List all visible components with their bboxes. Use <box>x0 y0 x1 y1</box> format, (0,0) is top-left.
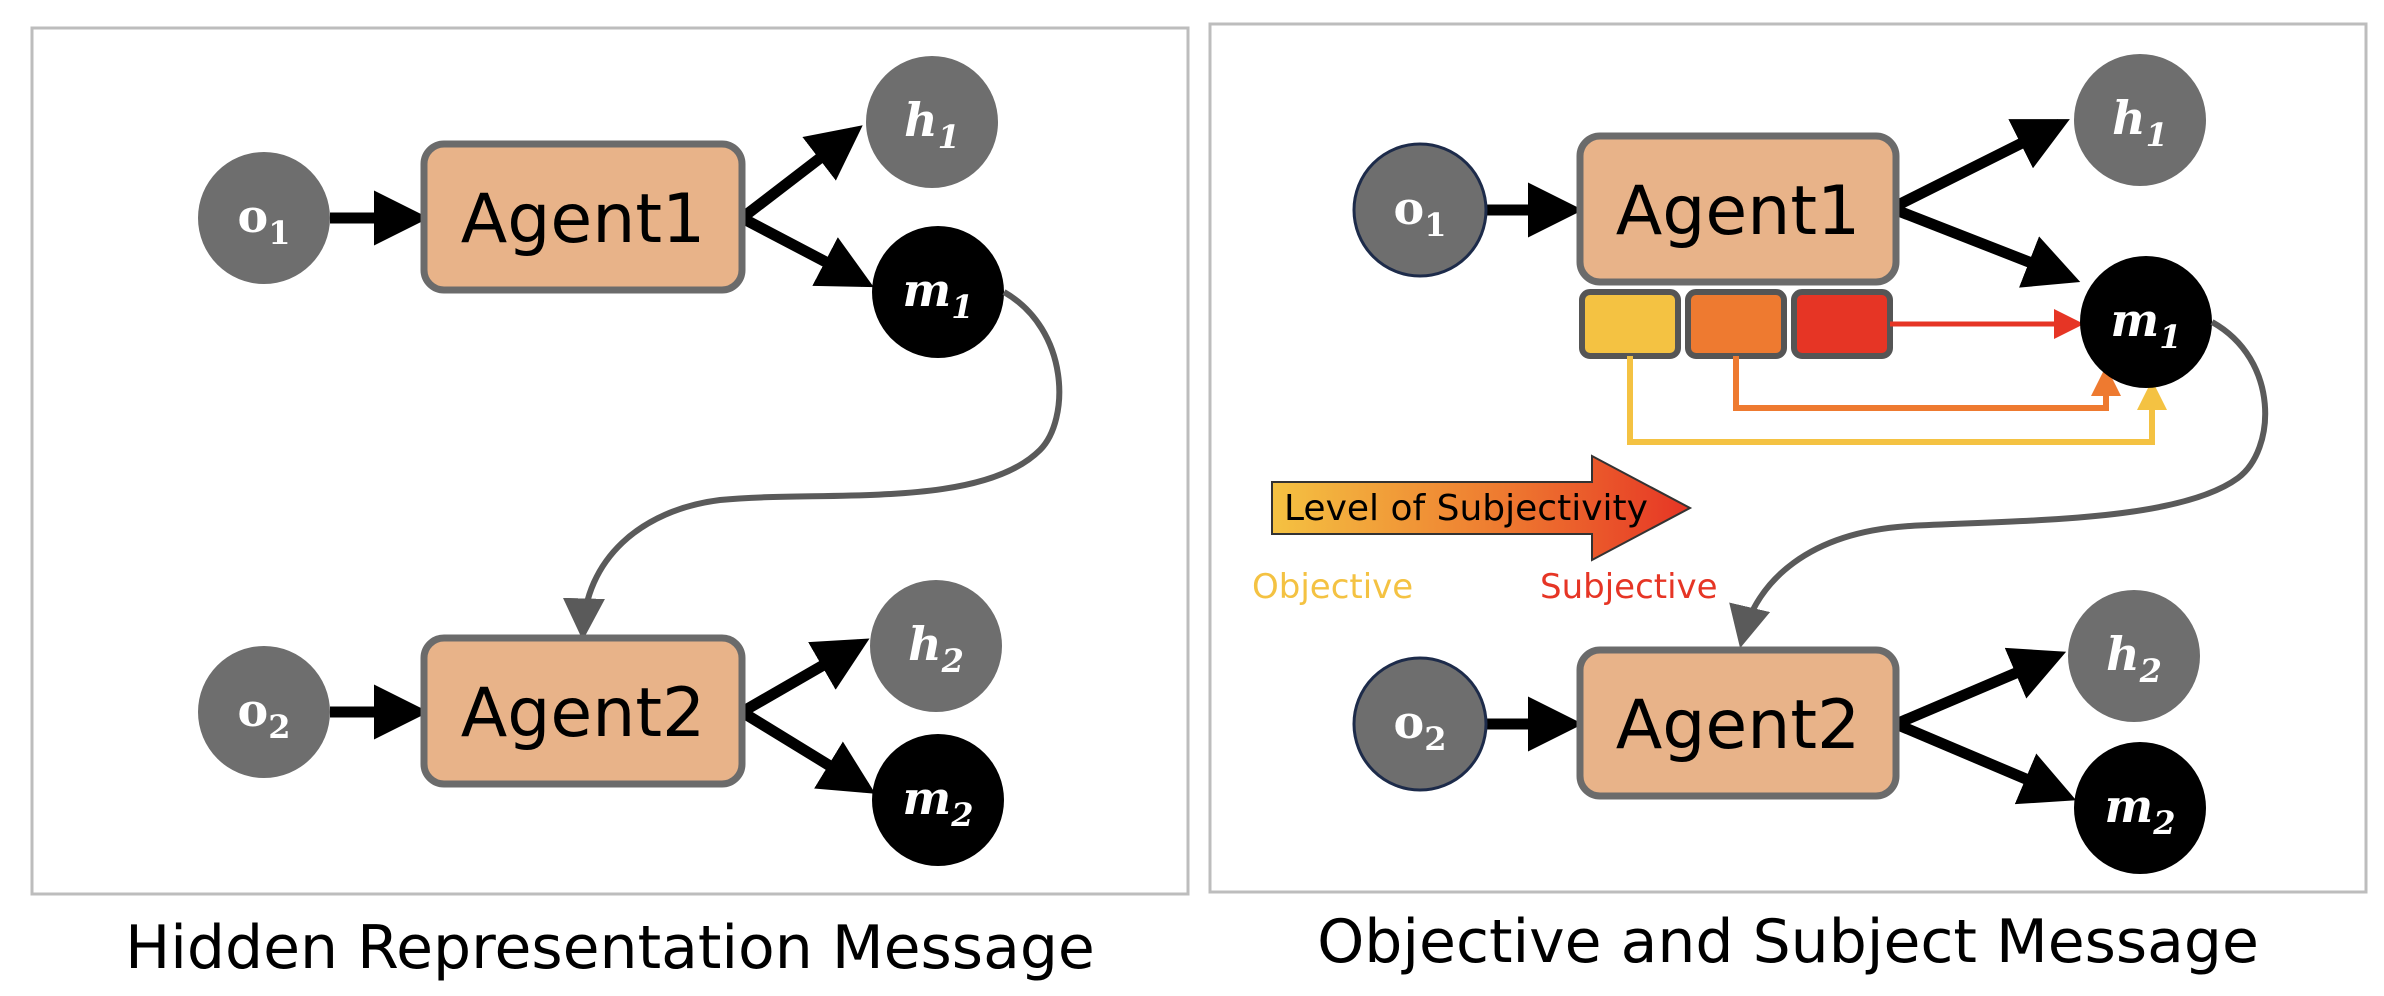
left-agent1-box: Agent1 <box>420 140 746 294</box>
left-agent2-box: Agent2 <box>420 634 746 788</box>
right-agent1-row: o1 Agent1 h1 m1 <box>1352 54 2212 445</box>
orange-route-arrow <box>1733 356 2121 411</box>
right-node-o1: o1 <box>1352 142 1488 278</box>
svg-text:m2: m2 <box>903 771 974 834</box>
svg-text:o2: o2 <box>1394 695 1447 758</box>
svg-text:o1: o1 <box>1394 181 1447 244</box>
subjectivity-gradient-arrow <box>1271 454 1693 562</box>
edge-r-agent2-m2 <box>1893 718 2077 805</box>
panel-left: o1 Agent1 h1 m1 o2 <box>30 26 1190 983</box>
left-agent1-label: Agent1 <box>461 180 706 259</box>
right-message-connector <box>1729 319 2269 649</box>
edge-agent2-h2 <box>739 638 870 717</box>
left-agent2-row: o2 Agent2 h2 m2 <box>198 580 1004 866</box>
right-node-m2: m2 <box>2074 742 2206 874</box>
block-objective <box>1579 289 1681 359</box>
left-message-connector <box>562 289 1063 641</box>
right-node-o2: o2 <box>1352 656 1488 792</box>
subjectivity-scale: Level of Subjectivity Objective Subjecti… <box>1252 454 1718 607</box>
right-node-m1: m1 <box>2080 256 2212 388</box>
edge-r-agent2-h2 <box>1893 647 2067 730</box>
svg-text:m1: m1 <box>903 263 974 326</box>
edge-agent1-m1 <box>739 213 874 288</box>
svg-text:h2: h2 <box>908 617 964 680</box>
left-node-m2: m2 <box>872 734 1004 866</box>
block-subjective <box>1791 289 1893 359</box>
left-node-m1: m1 <box>872 226 1004 358</box>
right-caption: Objective and Subject Message <box>1317 907 2259 977</box>
edge-r-agent1-h1 <box>1893 119 2070 211</box>
block-mid <box>1685 289 1787 359</box>
left-node-o2: o2 <box>198 646 330 778</box>
left-caption: Hidden Representation Message <box>125 913 1095 983</box>
panel-left-frame <box>30 26 1190 896</box>
right-agent1-label: Agent1 <box>1616 172 1861 251</box>
left-agent1-row: o1 Agent1 h1 m1 <box>198 56 1004 358</box>
right-agent2-box: Agent2 <box>1576 646 1900 800</box>
svg-text:o1: o1 <box>238 189 291 252</box>
right-node-h2: h2 <box>2068 590 2200 722</box>
edge-agent1-h1 <box>738 125 863 223</box>
yellow-route-arrow <box>1627 356 2167 445</box>
edge-r-agent1-m1 <box>1893 204 2081 288</box>
panel-right: o1 Agent1 h1 m1 <box>1208 22 2368 977</box>
left-node-h1: h1 <box>866 56 998 188</box>
svg-text:o2: o2 <box>238 683 291 746</box>
subjectivity-arrow-label: Level of Subjectivity <box>1284 488 1648 529</box>
legend-subjective: Subjective <box>1540 567 1718 607</box>
edge-agent2-m2 <box>739 707 876 794</box>
left-node-h2: h2 <box>870 580 1002 712</box>
right-agent1-box: Agent1 <box>1576 132 1900 286</box>
svg-text:m1: m1 <box>2111 293 2182 356</box>
svg-text:m2: m2 <box>2105 779 2176 842</box>
right-agent2-label: Agent2 <box>1616 686 1861 765</box>
svg-text:h1: h1 <box>2112 91 2168 154</box>
left-node-o1: o1 <box>198 152 330 284</box>
svg-text:h1: h1 <box>904 93 960 156</box>
left-agent2-label: Agent2 <box>461 674 706 753</box>
right-node-h1: h1 <box>2074 54 2206 186</box>
svg-text:h2: h2 <box>2106 627 2162 690</box>
panel-right-frame <box>1208 22 2368 894</box>
right-agent2-row: o2 Agent2 h2 m2 <box>1352 590 2206 874</box>
legend-objective: Objective <box>1252 567 1413 607</box>
